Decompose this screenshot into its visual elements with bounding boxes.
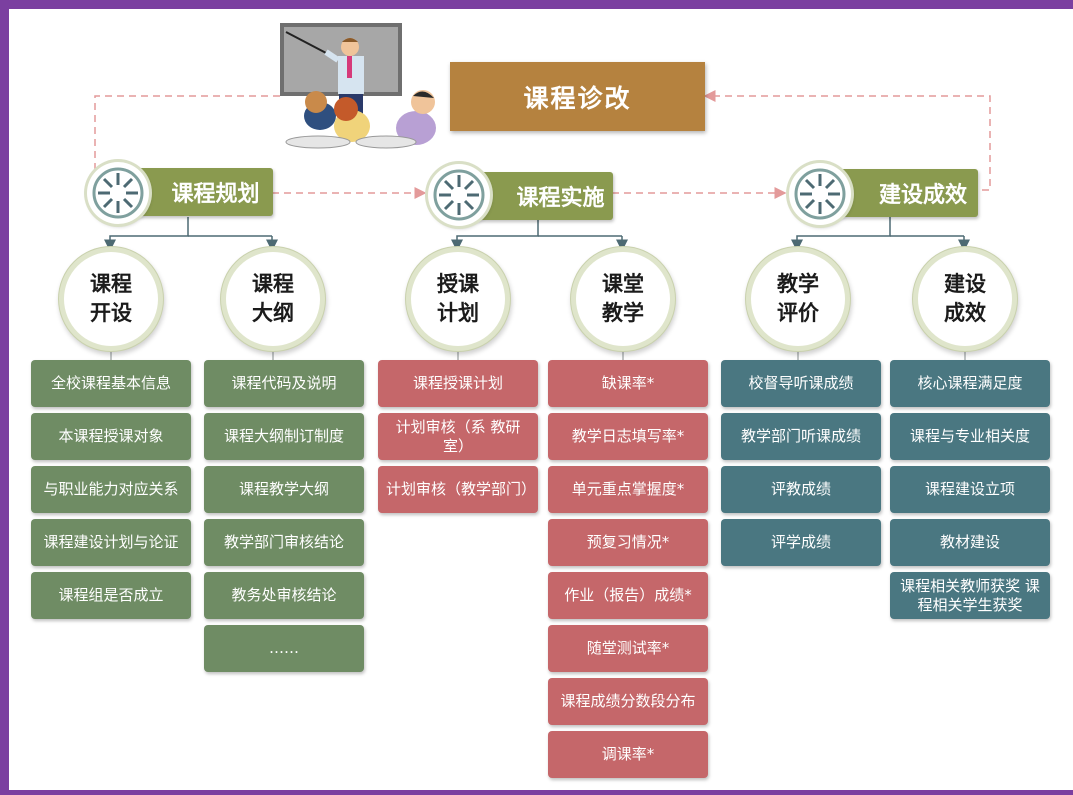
item-box: 缺课率* bbox=[548, 360, 708, 407]
item-box: 调课率* bbox=[548, 731, 708, 778]
category-title: 课程开设 bbox=[90, 272, 132, 325]
category-circle: 建设成效 bbox=[918, 252, 1012, 346]
category-circle: 教学评价 bbox=[751, 252, 845, 346]
item-box: …… bbox=[204, 625, 364, 672]
item-box: 课程授课计划 bbox=[378, 360, 538, 407]
item-box: 课程组是否成立 bbox=[31, 572, 191, 619]
items-column-teaching-evaluation: 校督导听课成绩 教学部门听课成绩 评教成绩 评学成绩 bbox=[721, 360, 881, 572]
items-column-course-opening: 全校课程基本信息 本课程授课对象 与职业能力对应关系 课程建设计划与论证 课程组… bbox=[31, 360, 191, 625]
teacher-classroom-illustration bbox=[280, 23, 436, 149]
item-box: 评教成绩 bbox=[721, 466, 881, 513]
feedback-line-right bbox=[703, 90, 991, 191]
items-column-syllabus: 课程代码及说明 课程大纲制订制度 课程教学大纲 教学部门审核结论 教务处审核结论… bbox=[204, 360, 364, 678]
item-box: 预复习情况* bbox=[548, 519, 708, 566]
item-box: 教学部门审核结论 bbox=[204, 519, 364, 566]
item-box: 课程建设计划与论证 bbox=[31, 519, 191, 566]
category-title: 授课计划 bbox=[437, 272, 479, 325]
item-box: 计划审核（系 教研室） bbox=[378, 413, 538, 460]
item-box: 教务处审核结论 bbox=[204, 572, 364, 619]
category-title: 教学评价 bbox=[777, 272, 819, 325]
item-box: 教学部门听课成绩 bbox=[721, 413, 881, 460]
item-box: 教材建设 bbox=[890, 519, 1050, 566]
category-circle: 课程开设 bbox=[64, 252, 158, 346]
item-box: 校督导听课成绩 bbox=[721, 360, 881, 407]
item-box: 教学日志填写率* bbox=[548, 413, 708, 460]
item-box: 课程大纲制订制度 bbox=[204, 413, 364, 460]
item-box: 随堂测试率* bbox=[548, 625, 708, 672]
wheel-icon bbox=[87, 162, 149, 224]
item-box: 课程成绩分数段分布 bbox=[548, 678, 708, 725]
category-circle: 授课计划 bbox=[411, 252, 505, 346]
item-box: 课程相关教师获奖 课程相关学生获奖 bbox=[890, 572, 1050, 619]
item-box: 评学成绩 bbox=[721, 519, 881, 566]
item-box: 计划审核（教学部门） bbox=[378, 466, 538, 513]
item-box: 课程建设立项 bbox=[890, 466, 1050, 513]
phase-results: 建设成效 bbox=[830, 169, 978, 217]
item-box: 与职业能力对应关系 bbox=[31, 466, 191, 513]
wheel-icon bbox=[789, 163, 851, 225]
item-box: 课程代码及说明 bbox=[204, 360, 364, 407]
item-box: 课程与专业相关度 bbox=[890, 413, 1050, 460]
item-box: 单元重点掌握度* bbox=[548, 466, 708, 513]
category-title: 建设成效 bbox=[944, 272, 986, 325]
category-circle: 课程大纲 bbox=[226, 252, 320, 346]
items-column-construction-results: 核心课程满足度 课程与专业相关度 课程建设立项 教材建设 课程相关教师获奖 课程… bbox=[890, 360, 1050, 625]
item-box: 本课程授课对象 bbox=[31, 413, 191, 460]
feedback-line-left bbox=[94, 95, 282, 170]
category-title: 课程大纲 bbox=[252, 272, 294, 325]
item-box: 全校课程基本信息 bbox=[31, 360, 191, 407]
course-diagnosis-box: 课程诊改 bbox=[450, 62, 705, 131]
items-column-teaching-plan: 课程授课计划 计划审核（系 教研室） 计划审核（教学部门） bbox=[378, 360, 538, 519]
category-circle: 课堂教学 bbox=[576, 252, 670, 346]
items-column-classroom-teaching: 缺课率* 教学日志填写率* 单元重点掌握度* 预复习情况* 作业（报告）成绩* … bbox=[548, 360, 708, 784]
wheel-icon bbox=[428, 164, 490, 226]
item-box: 课程教学大纲 bbox=[204, 466, 364, 513]
category-title: 课堂教学 bbox=[602, 272, 644, 325]
item-box: 核心课程满足度 bbox=[890, 360, 1050, 407]
phase-implementation: 课程实施 bbox=[470, 172, 613, 220]
item-box: 作业（报告）成绩* bbox=[548, 572, 708, 619]
